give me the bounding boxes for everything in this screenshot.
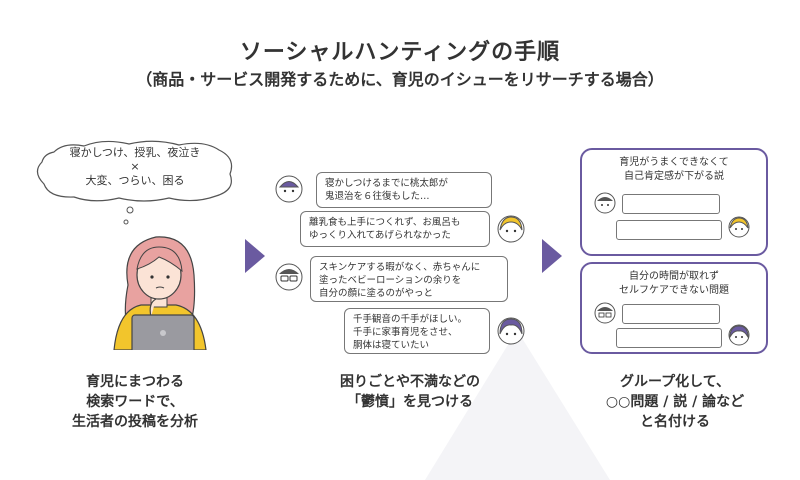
thought-text: 寝かしつけ、授乳、夜泣き × 大変、つらい、困る: [34, 146, 236, 188]
avatar-dark-haired-woman: [497, 317, 525, 345]
group-title: 育児がうまくできなくて 自己肯定感が下がる説: [582, 156, 766, 184]
post-text-line: 自分の顔に塗るのがやっと: [319, 288, 434, 299]
group-avatar-woman: [728, 324, 750, 346]
group-title-line: 育児がうまくできなくて: [619, 157, 729, 168]
post-bubble: スキンケアする暇がなく、赤ちゃんに 塗ったベビーローションの余りを 自分の顔に塗…: [310, 256, 508, 302]
group-post-placeholder: [622, 194, 720, 214]
step3-caption-line: ○○問題 / 説 / 論など: [605, 394, 745, 410]
step1-caption-line: 育児にまつわる: [86, 374, 184, 390]
step-arrow-1: [245, 239, 265, 273]
step2-caption-line: 「鬱憤」を見つける: [347, 394, 473, 410]
group-avatar-man-glasses: [594, 302, 616, 324]
page-title: ソーシャルハンティングの手順: [239, 40, 561, 65]
group-title: 自分の時間が取れず セルフケアできない問題: [582, 270, 766, 298]
step1-caption-line: 生活者の投稿を分析: [72, 414, 198, 430]
thought-dots: [123, 206, 134, 225]
group-title-line: セルフケアできない問題: [619, 285, 729, 296]
thought-keywords-2: 大変、つらい、困る: [85, 174, 185, 187]
avatar-man-cap: [275, 175, 303, 203]
group-title-line: 自己肯定感が下がる説: [624, 171, 724, 182]
step-arrow-2: [542, 239, 562, 273]
group-post-placeholder: [622, 304, 720, 324]
post-text-line: 塗ったベビーローションの余りを: [319, 275, 462, 286]
post-text-line: 胴体は寝ていたい: [353, 340, 430, 351]
group-box: 育児がうまくできなくて 自己肯定感が下がる説: [580, 148, 768, 256]
post-text-line: 千手に家事育児をさせ、: [353, 327, 458, 338]
step2-caption: 困りごとや不満などの 「鬱憤」を見つける: [305, 372, 515, 412]
step1-caption: 育児にまつわる 検索ワードで、 生活者の投稿を分析: [40, 372, 230, 432]
group-post-placeholder: [616, 220, 722, 240]
page-subtitle: （商品・サービス開発するために、育児のイシューをリサーチする場合）: [136, 70, 664, 89]
step3-caption-line: グループ化して、: [619, 374, 731, 390]
post-text-line: スキンケアする暇がなく、赤ちゃんに: [319, 262, 481, 273]
woman-with-laptop-illustration: [113, 236, 207, 350]
group-post-placeholder: [616, 328, 722, 348]
step1-caption-line: 検索ワードで、: [86, 394, 184, 410]
post-text-line: 寝かしつけるまでに桃太郎が: [325, 178, 448, 189]
post-bubble: 寝かしつけるまでに桃太郎が 鬼退治を６往復もした…: [316, 172, 492, 208]
thought-keywords-1: 寝かしつけ、授乳、夜泣き: [69, 146, 201, 159]
group-avatar-woman: [728, 216, 750, 238]
thought-cloud: [36, 140, 233, 202]
step2-caption-line: 困りごとや不満などの: [340, 374, 480, 390]
avatar-man-glasses: [275, 263, 303, 291]
step3-caption: グループ化して、 ○○問題 / 説 / 論など と名付ける: [570, 372, 780, 432]
post-text-line: 鬼退治を６往復もした…: [325, 191, 430, 202]
group-box: 自分の時間が取れず セルフケアできない問題: [580, 262, 768, 354]
post-bubble: 千手観音の千手がほしい。 千手に家事育児をさせ、 胴体は寝ていたい: [344, 308, 490, 354]
post-text-line: 千手観音の千手がほしい。: [353, 314, 468, 325]
step3-caption-line: と名付ける: [640, 414, 710, 430]
post-bubble: 離乳食も上手につくれず、お風呂も ゆっくり入れてあげられなかった: [300, 211, 490, 247]
post-text-line: ゆっくり入れてあげられなかった: [309, 230, 451, 241]
avatar-blonde-woman: [497, 215, 525, 243]
thought-times-symbol: ×: [130, 160, 140, 173]
group-title-line: 自分の時間が取れず: [629, 271, 719, 282]
group-avatar-man: [594, 192, 616, 214]
post-text-line: 離乳食も上手につくれず、お風呂も: [309, 217, 461, 228]
